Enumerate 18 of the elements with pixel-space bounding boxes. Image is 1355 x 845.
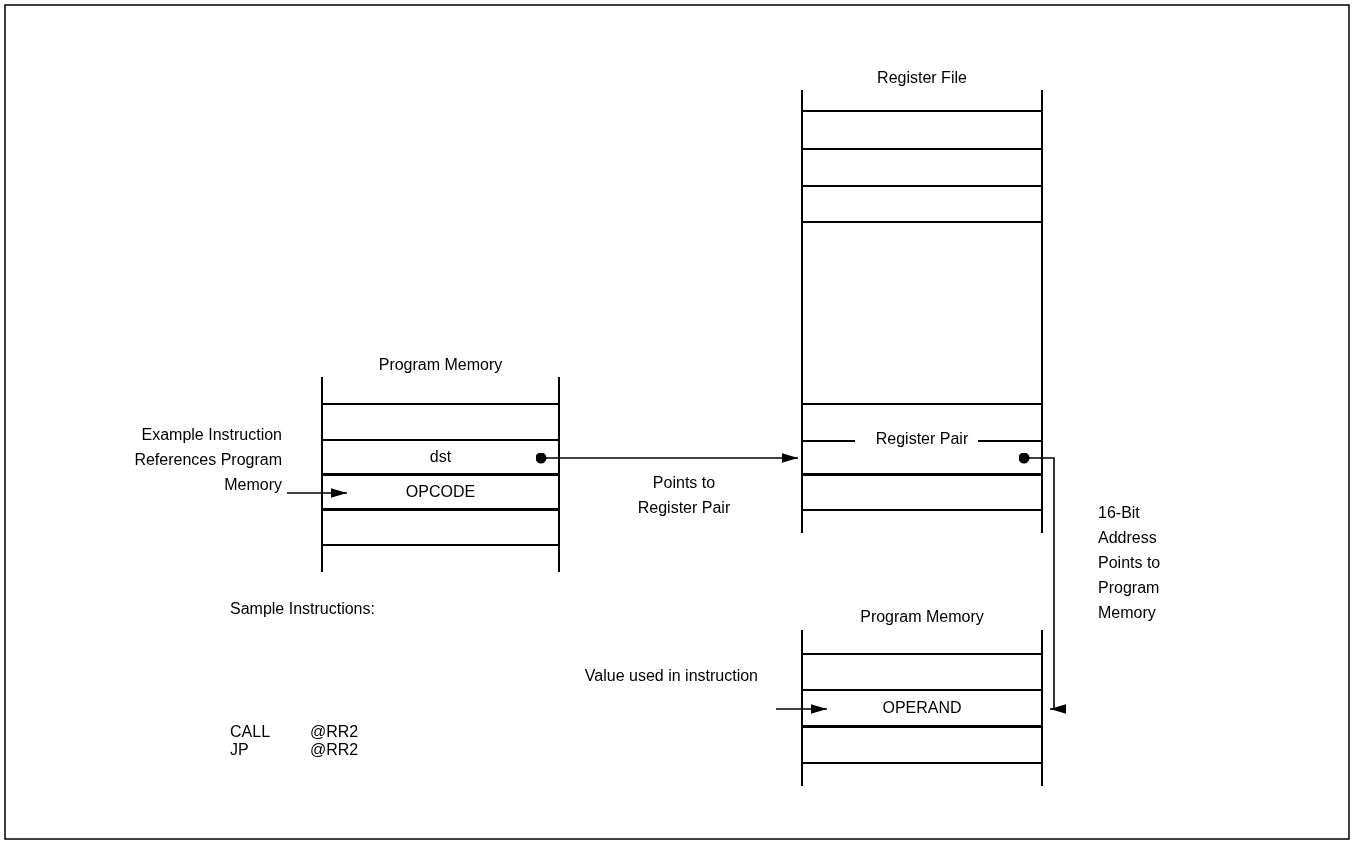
note-text: CALL [230, 723, 271, 741]
arrow [535, 452, 799, 464]
arrow [286, 488, 348, 498]
arrow [1018, 452, 1066, 714]
column-heading: Register File [877, 68, 967, 88]
column-heading: Program Memory [378, 355, 503, 375]
note-text: @RR2 [310, 723, 359, 741]
column-heading: Program Memory [860, 607, 984, 627]
note-text: Sample Instructions: [230, 600, 375, 618]
cell-text: Register Pair [874, 429, 970, 449]
note-text: @RR2 [310, 741, 359, 759]
arrow [775, 704, 828, 714]
cell-text: OPERAND [882, 698, 962, 718]
cell-text: dst [429, 447, 452, 467]
annotation-text: Example Instruction References Program Memory [120, 422, 282, 497]
cell-text: OPCODE [405, 482, 476, 502]
note-text: JP [230, 741, 249, 759]
annotation-text: Value used in instruction [560, 663, 758, 688]
